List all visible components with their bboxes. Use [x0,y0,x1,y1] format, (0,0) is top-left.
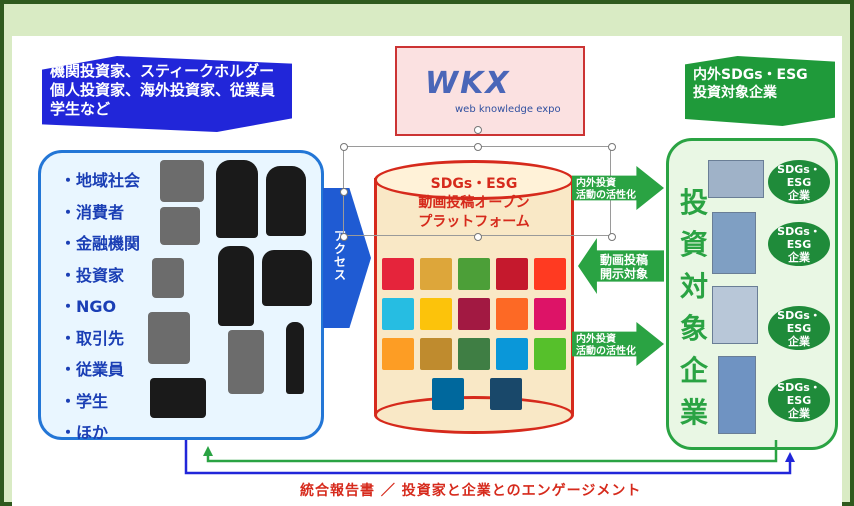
arrow-top-line: 内外投資 [576,178,616,189]
platform-title-line: SDGs・ESG [430,176,518,192]
selection-handle [340,188,348,196]
student-backpack-silhouette-icon [218,246,254,326]
arrow-bottom-label: 内外投資 活動の活性化 [576,334,636,358]
access-label: アクセス [333,230,346,282]
wkx-logo-subtitle: web knowledge expo [455,104,561,115]
badge-line: 企業 [788,334,810,348]
factory-icon [148,312,190,364]
laptop-person-silhouette-icon [262,250,312,306]
badge-line: 企業 [788,188,810,202]
businessman-phone-silhouette-icon [266,166,306,236]
selection-handle [474,233,482,241]
esg-company-badge: SDGs・ESG 企業 [768,378,830,422]
badge-line: 企業 [788,250,810,264]
vertical-char: 象 [679,312,708,345]
selection-handle [474,143,482,151]
platform-title-line: 動画投稿オープン [418,195,530,211]
investors-banner: 機関投資家、スティークホルダー 個人投資家、海外投資家、従業員 学生など [42,56,292,132]
arrow-bottom-line: 活動の活性化 [576,346,636,357]
investee-vertical-title: 投 資 対 象 企 業 [676,182,712,434]
stakeholder-item: ・ほか [60,423,109,442]
investee-banner-line: 内外SDGs・ESG [693,67,808,83]
arrow-middle-label: 動画投稿 開示対象 [600,253,648,281]
bottom-caption: 統合報告書 ／ 投資家と企業とのエンゲージメント [300,483,642,499]
skyscraper-icon [718,356,756,434]
badge-line: SDGs・ESG [777,162,821,189]
office-building-icon [152,258,184,298]
office-building-icon [712,286,758,344]
stakeholder-item: ・消費者 [60,202,125,222]
stakeholder-item: ・従業員 [60,360,125,379]
platform-cylinder-top [374,160,574,200]
esg-company-badge: SDGs・ESG 企業 [768,222,830,266]
stakeholder-item: ・金融機関 [60,234,141,253]
office-building-icon [708,160,764,198]
selection-handle [608,233,616,241]
selection-handle [340,143,348,151]
arrow-middle-line: 開示対象 [600,267,649,281]
sdg-goal-tile [382,258,414,290]
sdg-goal-tile [420,258,452,290]
platform-cylinder-base [374,396,574,434]
sdg-goal-tile [496,298,528,330]
sdg-goal-tile [382,338,414,370]
arrow-middle-line: 動画投稿 [600,253,649,267]
businesswoman-silhouette-icon [216,160,258,238]
wkx-logo-flag: WKX web knowledge expo [395,46,585,136]
badge-line: SDGs・ESG [777,308,821,335]
community-building-icon [160,160,204,202]
sdg-goal-tile [534,298,566,330]
sdg-goal-tile [458,258,490,290]
investee-banner-line: 投資対象企業 [693,85,777,101]
stakeholder-item: ・学生 [60,391,109,411]
vertical-char: 資 [679,228,708,261]
vertical-char: 業 [679,396,708,429]
platform-title: SDGs・ESG 動画投稿オープン プラットフォーム [374,175,574,232]
investors-banner-line: 学生など [50,100,111,118]
person-phone-silhouette-icon [286,322,304,394]
sdg-goal-tile [420,298,452,330]
sdg-goal-tile [420,338,452,370]
stakeholder-item: ・投資家 [60,265,125,285]
sdg-goal-tile [458,298,490,330]
investors-banner-line: 機関投資家、スティークホルダー [50,62,275,80]
selection-handle [340,233,348,241]
arrow-top-line: 活動の活性化 [576,190,636,201]
esg-company-badge: SDGs・ESG 企業 [768,306,830,350]
apartment-building-icon [228,330,264,394]
stakeholder-item: ・NGO [60,297,117,316]
badge-line: SDGs・ESG [777,380,821,407]
badge-line: 企業 [788,406,810,420]
investee-banner: 内外SDGs・ESG 投資対象企業 [685,56,835,126]
sdg-goal-tile [432,378,464,410]
stakeholder-item: ・地域社会 [60,171,141,190]
rotate-handle [474,126,482,134]
stakeholder-item: ・取引先 [60,328,125,348]
arrow-bottom-line: 内外投資 [576,334,616,345]
sdg-goal-tile [382,298,414,330]
stakeholder-list: ・地域社会 ・消費者 ・金融機関 ・投資家 ・NGO ・取引先 ・従業員 ・学生… [60,165,140,449]
wkx-logo-text: WKX [425,66,511,101]
sdg-goal-tile [496,338,528,370]
arrow-top-label: 内外投資 活動の活性化 [576,178,636,202]
badge-line: SDGs・ESG [777,224,821,251]
selection-handle [608,143,616,151]
sdg-goal-tile [458,338,490,370]
vertical-char: 企 [679,354,708,387]
sdg-goal-tile [534,258,566,290]
bank-icon [160,207,200,245]
platform-cylinder [374,178,574,414]
office-worker-silhouette-icon [150,378,206,418]
investors-banner-line: 個人投資家、海外投資家、従業員 [50,81,276,99]
vertical-char: 投 [679,186,708,219]
platform-title-line: プラットフォーム [418,214,530,230]
sdg-goal-tile [534,338,566,370]
esg-company-badge: SDGs・ESG 企業 [768,160,830,204]
tower-building-icon [712,212,756,274]
sdg-goal-tile [490,378,522,410]
sdg-goal-tile [496,258,528,290]
vertical-char: 対 [679,270,708,303]
